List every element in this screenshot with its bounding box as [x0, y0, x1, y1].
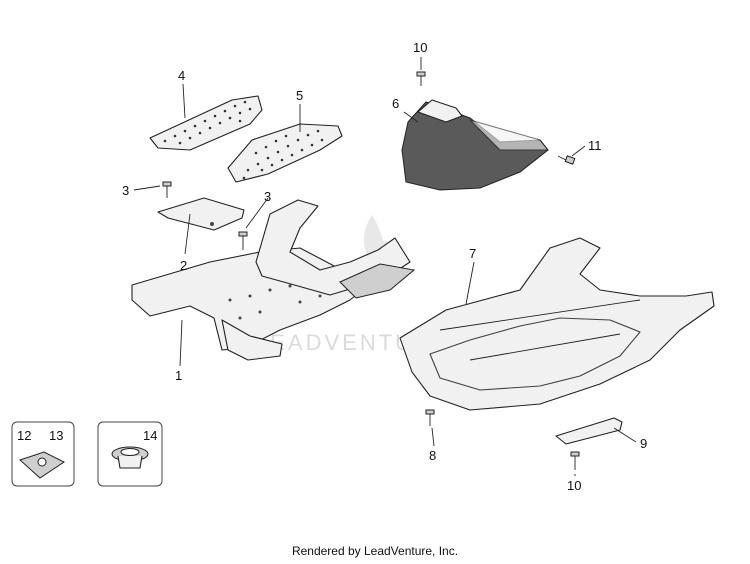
- part-5-floor-mat-right[interactable]: [227, 123, 343, 183]
- part-10-screw-bottom[interactable]: [570, 451, 580, 470]
- part-11-screw[interactable]: [557, 155, 576, 165]
- part-7-under-cover[interactable]: [399, 237, 715, 411]
- part-4-floor-mat-left[interactable]: [149, 95, 263, 151]
- callout-5[interactable]: 5: [296, 88, 303, 103]
- callout-14[interactable]: 14: [143, 428, 157, 443]
- part-10-screw-top[interactable]: [416, 71, 426, 86]
- callouts: 4 5 3 3 2 1 10 6 11 7 8 9 10 12 13 14: [17, 40, 647, 493]
- part-1-floor-panel[interactable]: [131, 199, 416, 361]
- callout-3-right[interactable]: 3: [264, 189, 271, 204]
- callout-7[interactable]: 7: [469, 246, 476, 261]
- callout-11[interactable]: 11: [588, 138, 602, 153]
- part-9-trim-strip[interactable]: [555, 417, 623, 445]
- leader-lines: [133, 57, 637, 476]
- callout-1[interactable]: 1: [175, 368, 182, 383]
- callout-2[interactable]: 2: [180, 258, 187, 273]
- callout-3-left[interactable]: 3: [122, 183, 129, 198]
- part-3-screw-a[interactable]: [162, 181, 172, 198]
- callout-10-bottom[interactable]: 10: [567, 478, 581, 493]
- footer-credit: Rendered by LeadVenture, Inc.: [291, 544, 459, 558]
- callout-6[interactable]: 6: [392, 96, 399, 111]
- part-2-bracket[interactable]: [157, 197, 245, 231]
- part-6-rear-cover[interactable]: [401, 99, 549, 191]
- part-3-screw-b[interactable]: [238, 231, 248, 250]
- part-8-screw[interactable]: [425, 409, 435, 426]
- callout-4[interactable]: 4: [178, 68, 185, 83]
- inset-box-14[interactable]: [97, 421, 163, 487]
- callout-9[interactable]: 9: [640, 436, 647, 451]
- inset-box-12-13[interactable]: [11, 421, 75, 487]
- callout-8[interactable]: 8: [429, 448, 436, 463]
- callout-13[interactable]: 13: [49, 428, 63, 443]
- callout-10-top[interactable]: 10: [413, 40, 427, 55]
- callout-12[interactable]: 12: [17, 428, 31, 443]
